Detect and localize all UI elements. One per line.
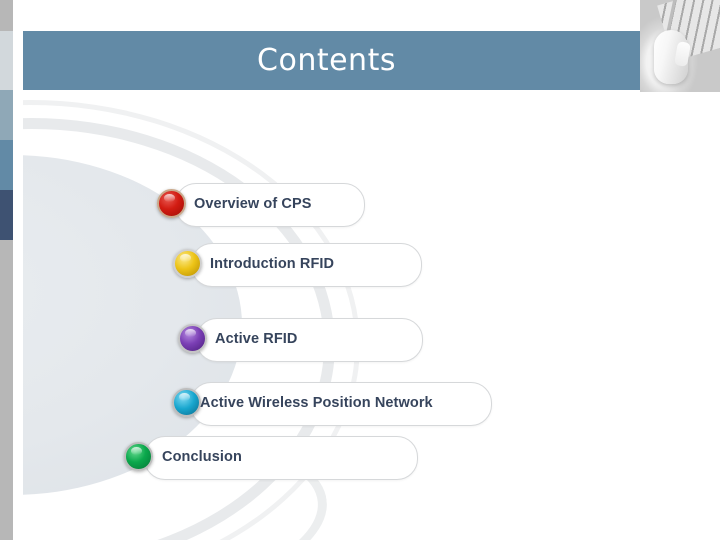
- contents-item-pill[interactable]: [175, 183, 365, 227]
- segment-navy: [0, 190, 13, 240]
- segment-pale: [0, 31, 13, 90]
- bullet-dot-yellow: [173, 249, 202, 278]
- bullet-dot-cyan: [172, 388, 201, 417]
- contents-item-pill[interactable]: [196, 318, 423, 362]
- edge-strip-inner: [13, 0, 23, 540]
- bullet-dot-highlight: [178, 392, 190, 401]
- contents-item-label: Introduction RFID: [210, 256, 335, 272]
- bullet-dot-highlight: [179, 253, 191, 262]
- bullet-dot-red: [157, 189, 186, 218]
- title-bar: [13, 31, 640, 90]
- contents-item-pill[interactable]: [144, 436, 418, 480]
- contents-item-label: Overview of CPS: [194, 196, 312, 212]
- contents-item[interactable]: Overview of CPS: [0, 183, 720, 227]
- contents-item[interactable]: Introduction RFID: [0, 243, 720, 287]
- contents-item-pill[interactable]: [191, 243, 422, 287]
- contents-item-label: Active RFID: [215, 331, 298, 347]
- bullet-dot-green: [124, 442, 153, 471]
- contents-item-pill[interactable]: [190, 382, 492, 426]
- bullet-dot-highlight: [184, 328, 196, 337]
- computer-mouse-and-keyboard-photo: [640, 0, 720, 92]
- contents-item[interactable]: Conclusion: [0, 436, 720, 480]
- segment-steel: [0, 90, 13, 140]
- contents-item-label: Active Wireless Position Network: [200, 395, 433, 411]
- bullet-dot-highlight: [163, 193, 175, 202]
- mouse-body-shape: [654, 30, 691, 84]
- contents-item[interactable]: Active RFID: [0, 318, 720, 362]
- page-title: Contents: [257, 43, 396, 78]
- segment-grey-bottom: [0, 240, 13, 540]
- edge-strip: [0, 0, 13, 540]
- bullet-dot-highlight: [130, 446, 142, 455]
- segment-grey-top: [0, 0, 13, 31]
- bullet-dot-purple: [178, 324, 207, 353]
- segment-blue: [0, 140, 13, 190]
- contents-item[interactable]: Active Wireless Position Network: [0, 382, 720, 426]
- contents-item-label: Conclusion: [162, 449, 242, 465]
